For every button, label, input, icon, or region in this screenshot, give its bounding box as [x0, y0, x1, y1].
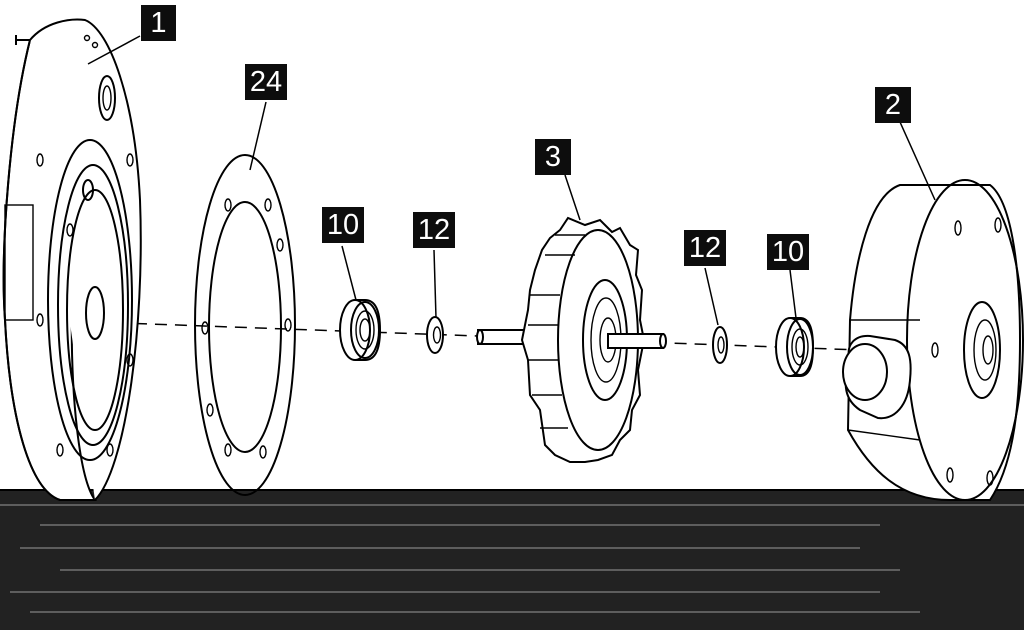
callout-part-10-right: 10: [767, 234, 809, 270]
floor-band: [0, 489, 1024, 630]
part-2-housing: [842, 179, 1024, 501]
callout-part-10-left: 10: [322, 207, 364, 243]
leader-lines: [87, 35, 936, 326]
part-24-gasket: [194, 154, 296, 496]
part-12-washer-left: [426, 316, 444, 354]
part-12-washer-right: [712, 326, 728, 364]
part-3-impeller: [476, 216, 667, 463]
callout-part-12-left: 12: [413, 212, 455, 248]
part-10-bearing-right: [775, 317, 815, 377]
callout-part-2: 2: [875, 87, 911, 123]
callout-part-12-right: 12: [684, 230, 726, 266]
part-10-bearing-left: [339, 299, 382, 361]
callout-part-3: 3: [535, 139, 571, 175]
part-1-end-plate: [2, 18, 142, 501]
callout-part-24: 24: [245, 64, 287, 100]
callout-part-1: 1: [141, 5, 176, 41]
